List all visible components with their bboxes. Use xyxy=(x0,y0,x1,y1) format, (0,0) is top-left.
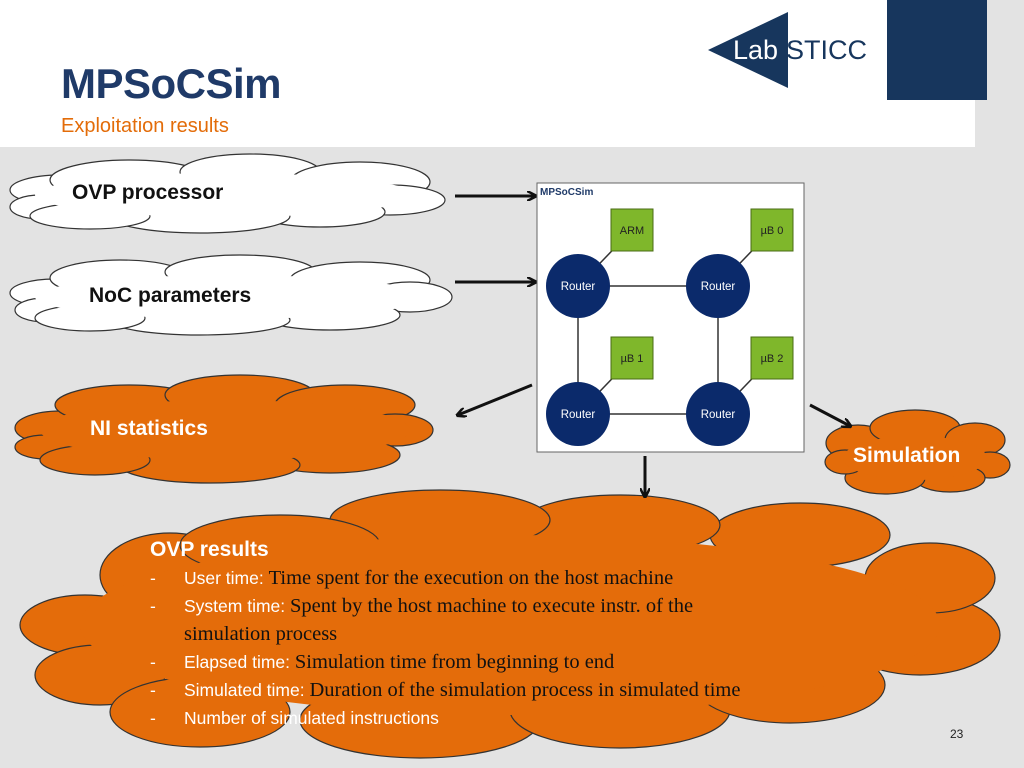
ovp-processor-label: OVP processor xyxy=(72,181,224,204)
ovp-processor-cloud xyxy=(9,153,446,234)
router-top-right: Router xyxy=(686,254,750,318)
results-item-instructions: - Number of simulated instructions xyxy=(150,704,870,732)
router-top-left: Router xyxy=(546,254,610,318)
noc-parameters-label: NoC parameters xyxy=(89,284,252,307)
router-label: Router xyxy=(561,409,596,421)
diagram-title: MPSoCSim xyxy=(540,187,593,198)
list-dash: - xyxy=(150,652,156,672)
ovp-results-heading: OVP results xyxy=(150,538,269,561)
list-dash: - xyxy=(150,596,156,616)
simulation-label: Simulation xyxy=(853,444,961,467)
results-item-desc: Simulation time from beginning to end xyxy=(294,651,615,673)
results-item-desc: Spent by the host machine to execute ins… xyxy=(290,595,694,617)
results-item-label: System time: xyxy=(184,596,290,616)
results-item-system-time: - System time: Spent by the host machine… xyxy=(150,592,870,620)
list-dash: - xyxy=(150,568,156,588)
core-ub0: µB 0 xyxy=(750,208,794,252)
core-ub2: µB 2 xyxy=(750,336,794,380)
rub-logo-main: RU xyxy=(914,112,960,148)
results-item-label: User time: xyxy=(184,568,269,588)
router-bottom-left: Router xyxy=(546,382,610,446)
router-label: Router xyxy=(561,281,596,293)
router-label: Router xyxy=(701,281,736,293)
mpsocsim-diagram: MPSoCSim ARM µB 0 µB 1 µB 2 Router xyxy=(536,182,805,453)
core-arm-label: ARM xyxy=(620,225,644,237)
results-item-desc: Time spent for the execution on the host… xyxy=(268,567,674,589)
logo-lab-text: Lab xyxy=(733,35,778,65)
core-ub1: µB 1 xyxy=(610,336,654,380)
results-item-desc: Duration of the simulation process in si… xyxy=(309,679,741,701)
results-item-label: Simulated time: xyxy=(184,680,310,700)
results-item-simulated-time: - Simulated time: Duration of the simula… xyxy=(150,676,870,704)
noc-parameters-cloud xyxy=(9,254,453,336)
core-ub2-label: µB 2 xyxy=(761,353,784,365)
list-dash: - xyxy=(150,680,156,700)
ni-statistics-cloud xyxy=(14,374,434,484)
ovp-results-cloud xyxy=(19,489,1001,759)
router-bottom-right: Router xyxy=(686,382,750,446)
header-band xyxy=(0,0,975,147)
core-ub0-label: µB 0 xyxy=(761,225,784,237)
list-dash: - xyxy=(150,708,156,728)
slide-subtitle: Exploitation results xyxy=(61,115,229,137)
results-item-desc-cont: simulation process xyxy=(184,623,338,645)
arrow-to-ni-statistics xyxy=(458,383,533,415)
results-item-system-time-cont: simulation process xyxy=(150,620,870,648)
lab-sticc-logo: Lab -STICC xyxy=(708,12,867,88)
results-item-elapsed-time: - Elapsed time: Simulation time from beg… xyxy=(150,648,870,676)
ovp-results-text: OVP results - User time: Time spent for … xyxy=(150,538,870,732)
slide-title: MPSoCSim xyxy=(61,60,282,107)
logo-sticc-text: -STICC xyxy=(777,35,867,65)
ni-statistics-label: NI statistics xyxy=(90,417,208,440)
results-item-user-time: - User time: Time spent for the executio… xyxy=(150,564,870,592)
results-item-label: Elapsed time: xyxy=(184,652,295,672)
page-number: 23 xyxy=(950,727,964,741)
router-label: Router xyxy=(701,409,736,421)
rub-logo-b: B xyxy=(926,112,948,148)
core-ub1-label: µB 1 xyxy=(621,353,644,365)
core-arm: ARM xyxy=(610,208,654,252)
simulation-cloud xyxy=(824,409,1011,495)
arrow-to-simulation xyxy=(809,403,850,426)
results-item-label: Number of simulated instructions xyxy=(184,708,439,728)
